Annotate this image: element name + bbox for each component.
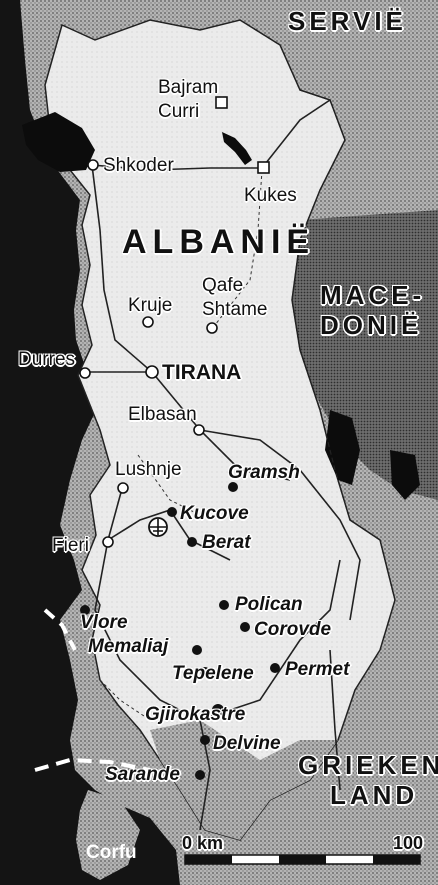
- marker-kruje: [142, 316, 154, 328]
- label-shtame: Shtame: [202, 299, 268, 320]
- dot-vlore: [80, 605, 90, 615]
- label-vlore: Vlore: [80, 612, 128, 633]
- label-tepelene: Tepelene: [172, 663, 254, 684]
- label-elbasan: Elbasan: [128, 404, 197, 425]
- reservoir: [222, 132, 252, 165]
- label-albania: ALBANIË: [122, 223, 316, 261]
- dot-tepelene: [200, 667, 210, 677]
- label-sarande: Sarande: [105, 764, 180, 785]
- lake-prespa: [390, 450, 420, 500]
- dot-sarande: [195, 770, 205, 780]
- corfu-island: [76, 790, 140, 880]
- marker-lushnje: [117, 482, 129, 494]
- marker-tirana: [145, 365, 159, 379]
- dot-memaliaj: [192, 645, 202, 655]
- marker-durres: [79, 367, 91, 379]
- marker-elbasan: [193, 424, 205, 436]
- scale-start-label: 0 km: [182, 833, 224, 853]
- label-polican: Polican: [235, 594, 303, 615]
- label-memaliaj: Memaliaj: [88, 636, 169, 657]
- dot-delvine: [200, 735, 210, 745]
- label-corovde: Corovde: [254, 619, 332, 640]
- ferry-route: [34, 757, 151, 772]
- dot-gramsh: [228, 482, 238, 492]
- city-markers: [79, 96, 270, 548]
- marker-kukes: [257, 161, 270, 174]
- label-curri: Curri: [158, 101, 200, 122]
- marker-qafe-shtame: [206, 322, 218, 334]
- label-bajram: Bajram: [158, 77, 219, 98]
- label-delvine: Delvine: [213, 733, 281, 754]
- label-gjirokastre: Gjirokastre: [145, 704, 246, 725]
- border-line: [239, 19, 396, 601]
- dot-gjirokastre: [212, 704, 224, 716]
- scale-bar: [184, 854, 421, 865]
- label-durres: Durres: [18, 349, 76, 370]
- label-gramsh: Gramsh: [228, 462, 300, 483]
- label-macedonia-1: MACE-: [320, 280, 426, 310]
- dot-corovde: [240, 622, 250, 632]
- marker-bajram-curri: [215, 96, 228, 109]
- label-berat: Berat: [202, 532, 251, 553]
- label-permet: Permet: [285, 659, 350, 680]
- label-greece-2: LAND: [330, 780, 419, 810]
- dot-berat: [187, 537, 197, 547]
- airport-icon: [148, 517, 168, 537]
- macedonia-area: [290, 210, 438, 500]
- label-corfu: Corfu: [86, 842, 137, 863]
- coast-dash: [43, 608, 77, 651]
- dot-permet: [270, 663, 280, 673]
- dot-kucove: [167, 507, 177, 517]
- tracks: [99, 169, 263, 721]
- marker-fieri: [102, 536, 114, 548]
- marker-shkoder: [87, 159, 99, 171]
- label-tirana: TIRANA: [162, 361, 242, 384]
- place-dots: [80, 482, 280, 780]
- label-serbia: SERVIË: [288, 6, 407, 36]
- lake-shkoder: [22, 112, 95, 172]
- coast-strip: [150, 720, 338, 840]
- label-macedonia-2: DONIË: [320, 310, 423, 340]
- label-greece-1: GRIEKEN-: [298, 750, 438, 780]
- label-qafe: Qafe: [202, 275, 244, 296]
- label-fieri: Fieri: [52, 535, 89, 556]
- label-shkoder: Shkoder: [103, 155, 174, 176]
- scale-end-label: 100: [393, 833, 424, 853]
- label-kucove: Kucove: [180, 503, 249, 524]
- dot-polican: [219, 600, 229, 610]
- label-kruje: Kruje: [128, 295, 173, 316]
- label-kukes: Kukes: [244, 185, 297, 206]
- label-lushnje: Lushnje: [115, 459, 182, 480]
